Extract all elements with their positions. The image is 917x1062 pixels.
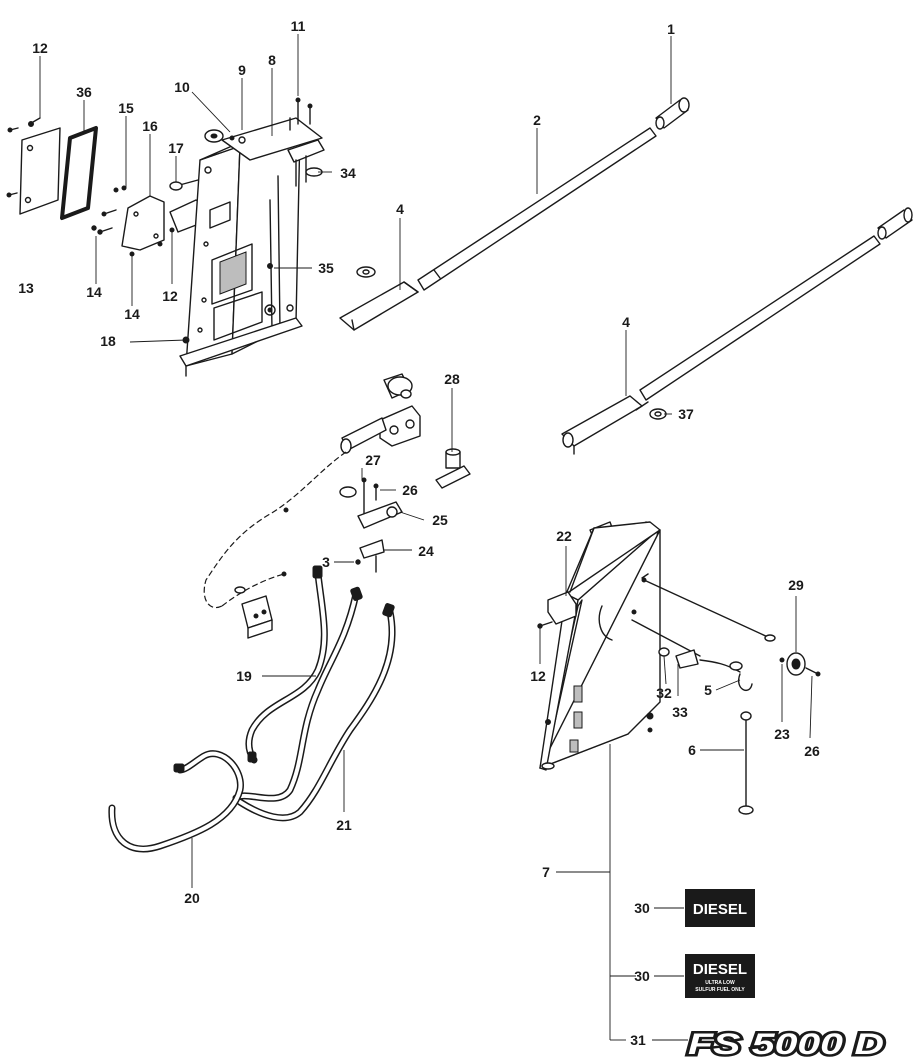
fuel-line-20 <box>108 750 257 853</box>
callout-7: 7 <box>542 864 550 880</box>
callout-5: 5 <box>704 682 712 698</box>
callout-22: 22 <box>556 528 572 544</box>
upright-frame-8 <box>179 97 325 377</box>
diesel-decal-2-sub1: ULTRA LOW <box>705 980 735 986</box>
callout-31: 31 <box>630 1032 646 1048</box>
shroud-bracket-14 <box>91 185 165 257</box>
callout-15: 15 <box>118 100 134 116</box>
callout-9: 9 <box>238 62 246 78</box>
callout-27: 27 <box>365 452 381 468</box>
fuel-line-19 <box>245 565 328 764</box>
throttle-control-assembly <box>203 373 421 639</box>
handle-tube-upper <box>339 97 690 331</box>
callout-35: 35 <box>318 260 334 276</box>
handle-tube-lower <box>561 207 913 455</box>
callout-36: 36 <box>76 84 92 100</box>
callout-3: 3 <box>322 554 330 570</box>
callout-4: 4 <box>622 314 630 330</box>
cover-plate-assembly <box>6 117 98 220</box>
tank-rods-and-fittings <box>631 577 821 815</box>
callout-1: 1 <box>667 21 675 37</box>
callout-12: 12 <box>162 288 178 304</box>
callout-12: 12 <box>32 40 48 56</box>
callout-37: 37 <box>678 406 694 422</box>
callout-19: 19 <box>236 668 252 684</box>
callout-10: 10 <box>174 79 190 95</box>
fitting-28 <box>435 448 471 489</box>
callout-26: 26 <box>804 743 820 759</box>
callout-16: 16 <box>142 118 158 134</box>
diesel-decal-2-label: DIESEL <box>693 961 747 978</box>
diesel-decal-2-sub2: SULFUR FUEL ONLY <box>695 987 745 993</box>
callout-34: 34 <box>340 165 356 181</box>
callout-6: 6 <box>688 742 696 758</box>
callout-33: 33 <box>672 704 688 720</box>
callout-23: 23 <box>774 726 790 742</box>
callout-4: 4 <box>396 201 404 217</box>
callout-25: 25 <box>432 512 448 528</box>
callout-29: 29 <box>788 577 804 593</box>
callout-12: 12 <box>530 668 546 684</box>
callout-20: 20 <box>184 890 200 906</box>
callout-30: 30 <box>634 968 650 984</box>
callout-17: 17 <box>168 140 184 156</box>
callout-28: 28 <box>444 371 460 387</box>
leader-lines <box>39 34 813 1041</box>
callout-26: 26 <box>402 482 418 498</box>
diesel-decal-2: DIESEL ULTRA LOW SULFUR FUEL ONLY <box>685 954 755 998</box>
callout-labels: 1 2 4 4 37 11 8 9 10 12 36 15 16 17 34 3… <box>18 18 820 1048</box>
callout-14: 14 <box>86 284 102 300</box>
callout-13: 13 <box>18 280 34 296</box>
callout-24: 24 <box>418 543 434 559</box>
fuel-tank-7 <box>537 521 661 771</box>
linkage-parts-24-27 <box>339 477 403 573</box>
callout-21: 21 <box>336 817 352 833</box>
callout-30: 30 <box>634 900 650 916</box>
callout-2: 2 <box>533 112 541 128</box>
callout-8: 8 <box>268 52 276 68</box>
model-decal: FS 5000 D <box>686 1026 887 1062</box>
callout-14: 14 <box>124 306 140 322</box>
callout-11: 11 <box>291 18 306 34</box>
callout-18: 18 <box>100 333 116 349</box>
model-decal-label: FS 5000 D <box>688 1028 884 1061</box>
fuel-line-21 <box>232 586 396 822</box>
diesel-decal-1: DIESEL <box>685 889 755 927</box>
callout-32: 32 <box>656 685 672 701</box>
diesel-decal-1-label: DIESEL <box>693 901 747 918</box>
